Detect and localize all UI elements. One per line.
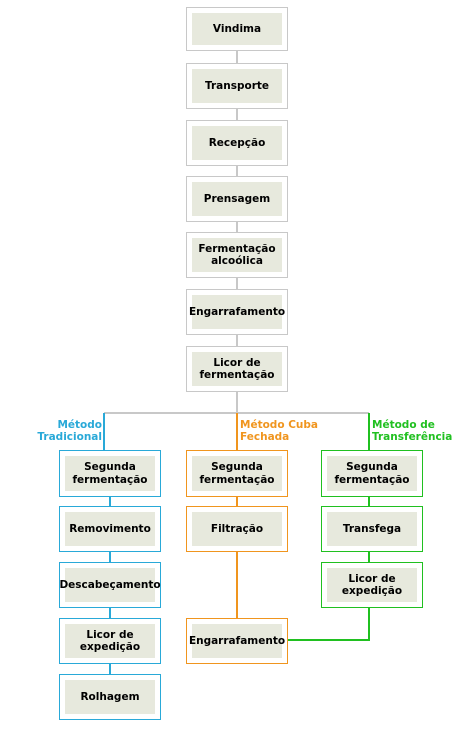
step-label: Engarrafamento <box>189 295 285 329</box>
step-label: Descabeçamento <box>59 568 161 602</box>
label-line: Método de <box>372 419 435 431</box>
transferencia-step-licor-de-expedicao: Licor de expedição <box>321 562 423 608</box>
tradicional-step-segunda-fermentacao: Segunda fermentação <box>59 450 161 497</box>
tradicional-step-rolhagem: Rolhagem <box>59 674 161 720</box>
step-label: Licor de fermentação <box>192 352 282 386</box>
label-metodo-tradicional: Método Tradicional <box>37 419 102 443</box>
step-label: Engarrafamento <box>189 624 285 658</box>
step-label: Licor de expedição <box>65 624 155 658</box>
step-label: Filtração <box>192 512 282 546</box>
step-label: Vindima <box>192 13 282 45</box>
step-prensagem: Prensagem <box>186 176 288 222</box>
cuba-step-filtracao: Filtração <box>186 506 288 552</box>
step-engarrafamento-main: Engarrafamento <box>186 289 288 335</box>
transferencia-to-engarrafamento-connector <box>287 607 370 641</box>
step-label: Licor de expedição <box>327 568 417 602</box>
step-label: Segunda fermentação <box>327 456 417 491</box>
transferencia-step-transfega: Transfega <box>321 506 423 552</box>
step-recepcao: Recepção <box>186 120 288 166</box>
step-label: Recepção <box>192 126 282 160</box>
step-transporte: Transporte <box>186 63 288 109</box>
step-label: Prensagem <box>192 182 282 216</box>
step-vindima: Vindima <box>186 7 288 51</box>
cuba-step-segunda-fermentacao: Segunda fermentação <box>186 450 288 497</box>
label-metodo-cuba-fechada: Método Cuba Fechada <box>240 419 318 443</box>
tradicional-step-licor-de-expedicao: Licor de expedição <box>59 618 161 664</box>
label-line: Método Cuba <box>240 419 318 431</box>
tradicional-step-descabecamento: Descabeçamento <box>59 562 161 608</box>
step-label: Transfega <box>327 512 417 546</box>
label-metodo-transferencia: Método de Transferência <box>372 419 452 443</box>
step-label: Segunda fermentação <box>192 456 282 491</box>
label-line: Tradicional <box>37 431 102 443</box>
transferencia-step-segunda-fermentacao: Segunda fermentação <box>321 450 423 497</box>
cuba-step-engarrafamento: Engarrafamento <box>186 618 288 664</box>
step-label: Removimento <box>65 512 155 546</box>
label-line: Transferência <box>372 431 453 443</box>
step-label: Segunda fermentação <box>65 456 155 491</box>
label-line: Método <box>57 419 102 431</box>
step-label: Fermentação alcoólica <box>192 238 282 272</box>
label-line: Fechada <box>240 431 290 443</box>
tradicional-step-removimento: Removimento <box>59 506 161 552</box>
step-label: Transporte <box>192 69 282 103</box>
step-licor-de-fermentacao: Licor de fermentação <box>186 346 288 392</box>
step-fermentacao-alcoolica: Fermentação alcoólica <box>186 232 288 278</box>
step-label: Rolhagem <box>65 680 155 714</box>
